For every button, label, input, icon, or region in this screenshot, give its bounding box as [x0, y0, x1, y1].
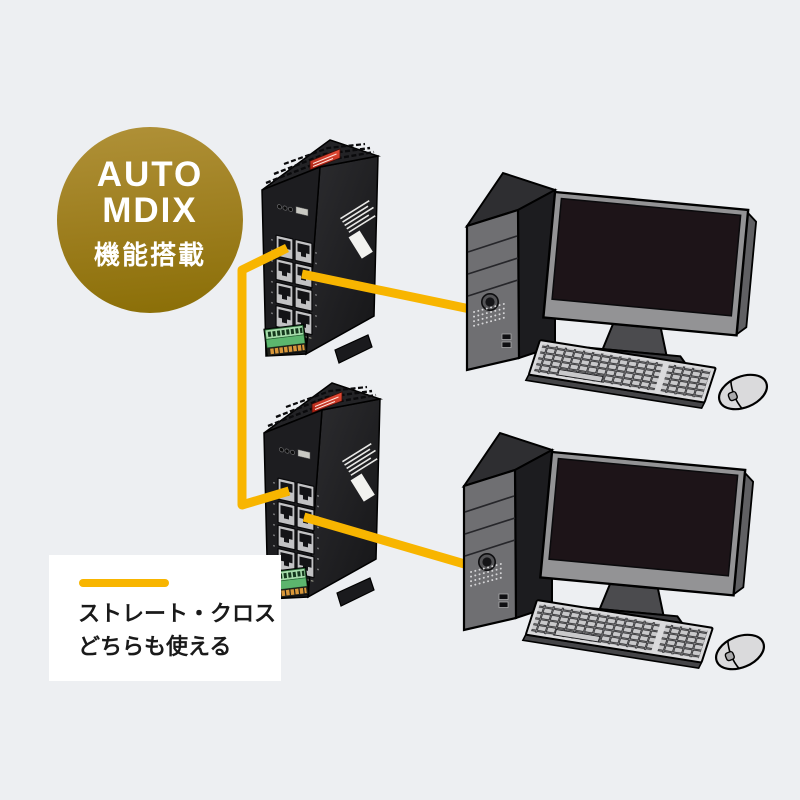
- legend-box: ストレート・クロス どちらも使える: [49, 555, 281, 681]
- cable-switch1-to-pc1: [301, 269, 471, 314]
- cable-switch1-to-switch2: [237, 243, 291, 510]
- lan-cables: [237, 243, 471, 570]
- badge-line3: 機能搭載: [93, 240, 206, 270]
- cable-switch2-to-pc2: [302, 512, 470, 570]
- auto-mdix-badge: AUTO MDIX 機能搭載: [57, 127, 243, 313]
- badge-line1: AUTO: [96, 155, 204, 194]
- desktop-pc-2: [462, 431, 771, 677]
- desktop-pc-1: [465, 171, 774, 417]
- legend-line1: ストレート・クロス: [78, 601, 277, 626]
- legend-line2: どちらも使える: [78, 634, 232, 659]
- badge-line2: MDIX: [102, 191, 198, 230]
- cable-color-swatch: [79, 579, 169, 587]
- legend-text: ストレート・クロス どちらも使える: [78, 597, 276, 663]
